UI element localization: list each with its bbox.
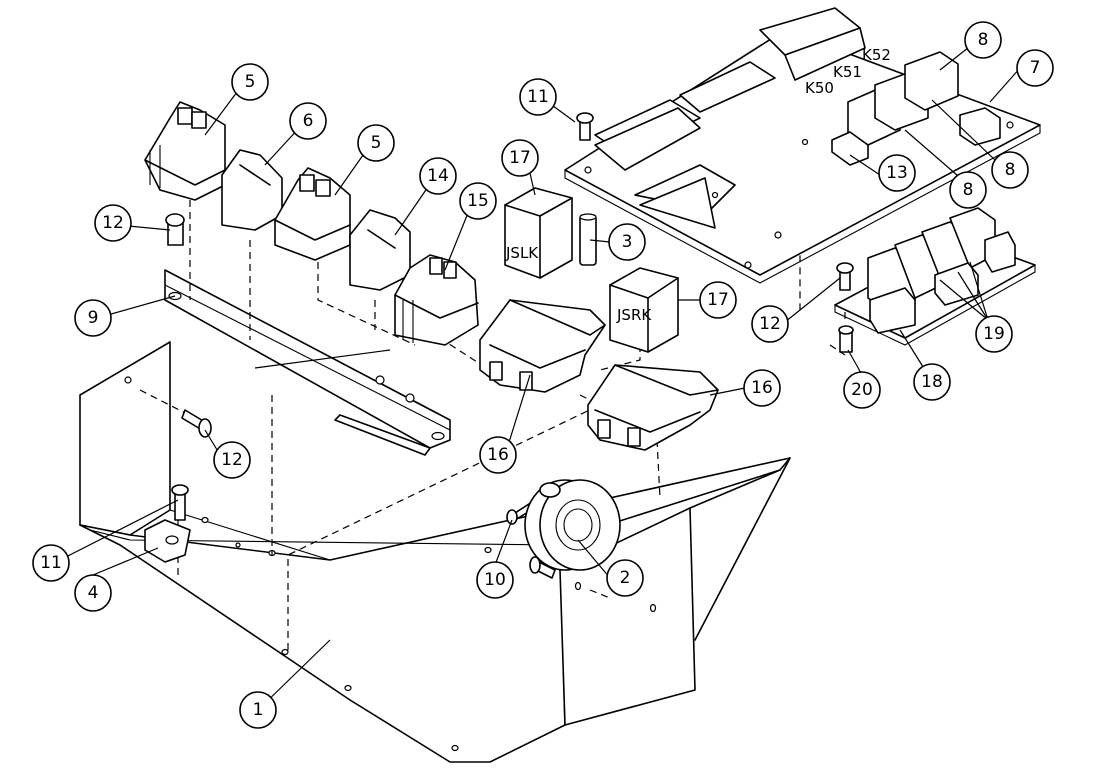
callout-8b: 8 bbox=[991, 151, 1029, 189]
svg-text:3: 3 bbox=[622, 232, 633, 252]
relay-jsrk: JSRK bbox=[609, 267, 679, 353]
callout-13: 13 bbox=[878, 154, 916, 192]
svg-text:6: 6 bbox=[303, 111, 314, 131]
svg-text:8: 8 bbox=[978, 30, 989, 50]
callout-12a: 12 bbox=[94, 204, 132, 242]
callout-17b: 17 bbox=[699, 281, 737, 319]
end-plate-14 bbox=[349, 209, 411, 291]
svg-text:5: 5 bbox=[371, 133, 382, 153]
callouts: 1 2 3 4 5 5 6 7 8 8 8 9 10 11 11 12 12 1… bbox=[32, 21, 1054, 729]
jsrk-label: JSRK bbox=[616, 306, 652, 324]
svg-text:11: 11 bbox=[527, 87, 549, 107]
svg-text:16: 16 bbox=[487, 445, 509, 465]
callout-12c: 12 bbox=[751, 305, 789, 343]
standoff-3 bbox=[579, 213, 597, 266]
callout-14: 14 bbox=[419, 157, 457, 195]
callout-16a: 16 bbox=[479, 436, 517, 474]
svg-text:2: 2 bbox=[620, 568, 631, 588]
cable-clamp-4 bbox=[144, 519, 191, 563]
callout-15: 15 bbox=[459, 182, 497, 220]
callout-17a: 17 bbox=[501, 139, 539, 177]
callout-8c: 8 bbox=[949, 171, 987, 209]
pcb-main-7: K50 K51 K52 bbox=[564, 7, 1041, 284]
svg-text:12: 12 bbox=[102, 213, 124, 233]
callout-6: 6 bbox=[289, 102, 327, 140]
callout-11a: 11 bbox=[519, 78, 557, 116]
svg-text:11: 11 bbox=[40, 553, 62, 573]
callout-7: 7 bbox=[1016, 49, 1054, 87]
svg-text:19: 19 bbox=[983, 324, 1005, 344]
terminal-block-15 bbox=[394, 254, 479, 346]
k50-label: K50 bbox=[805, 79, 834, 97]
svg-text:8: 8 bbox=[963, 180, 974, 200]
svg-text:8: 8 bbox=[1005, 160, 1016, 180]
callout-20: 20 bbox=[843, 371, 881, 409]
svg-text:18: 18 bbox=[921, 372, 943, 392]
svg-text:15: 15 bbox=[467, 191, 489, 211]
svg-text:17: 17 bbox=[707, 290, 729, 310]
svg-text:7: 7 bbox=[1030, 58, 1041, 78]
callout-1: 1 bbox=[239, 691, 277, 729]
callout-5b: 5 bbox=[357, 124, 395, 162]
callout-18: 18 bbox=[913, 363, 951, 401]
callout-4: 4 bbox=[74, 574, 112, 612]
k52-label: K52 bbox=[862, 46, 891, 64]
callout-10: 10 bbox=[476, 561, 514, 599]
svg-text:13: 13 bbox=[886, 163, 908, 183]
relay-socket-16a bbox=[479, 299, 606, 393]
relay-socket-16b bbox=[587, 364, 719, 451]
k51-label: K51 bbox=[833, 63, 862, 81]
svg-text:14: 14 bbox=[427, 166, 449, 186]
callout-3: 3 bbox=[608, 223, 646, 261]
svg-text:12: 12 bbox=[221, 450, 243, 470]
callout-12b: 12 bbox=[213, 441, 251, 479]
svg-text:17: 17 bbox=[509, 148, 531, 168]
callout-8a: 8 bbox=[964, 21, 1002, 59]
callout-16b: 16 bbox=[743, 369, 781, 407]
svg-text:20: 20 bbox=[851, 380, 873, 400]
callout-9: 9 bbox=[74, 299, 112, 337]
end-plate-6 bbox=[221, 149, 283, 231]
relay-jslk: JSLK bbox=[504, 187, 573, 279]
callout-11b: 11 bbox=[32, 544, 70, 582]
svg-text:5: 5 bbox=[245, 72, 256, 92]
svg-text:12: 12 bbox=[759, 314, 781, 334]
svg-text:16: 16 bbox=[751, 378, 773, 398]
terminal-block-5a bbox=[144, 101, 226, 201]
pcb-secondary-18 bbox=[834, 207, 1036, 346]
jslk-label: JSLK bbox=[505, 244, 539, 262]
svg-text:10: 10 bbox=[484, 570, 506, 590]
callout-5a: 5 bbox=[231, 63, 269, 101]
svg-text:4: 4 bbox=[88, 583, 99, 603]
callout-19: 19 bbox=[975, 315, 1013, 353]
svg-text:9: 9 bbox=[88, 308, 99, 328]
svg-text:1: 1 bbox=[253, 700, 264, 720]
buzzer-2 bbox=[524, 479, 621, 571]
callout-2: 2 bbox=[606, 559, 644, 597]
terminal-block-5b bbox=[274, 167, 351, 261]
